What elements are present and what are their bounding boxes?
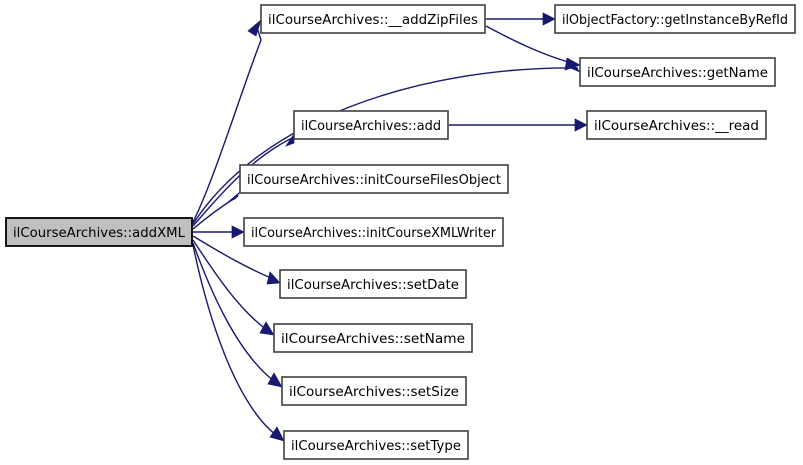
node-box[interactable] [283,430,469,460]
graph-node-initCourseXMLWriter[interactable]: ilCourseArchives::initCourseXMLWriter [243,217,504,247]
edge-addXML-to-initCourseXMLWriter [193,225,245,239]
graph-node-setType[interactable]: ilCourseArchives::setType [283,430,469,460]
node-label: ilCourseArchives::setDate [287,278,459,293]
edge-addXML-to-setDate [192,235,281,285]
edge-line [192,137,293,227]
arrowhead-icon [227,191,241,203]
edge-addXML-to-setType [192,244,285,442]
edge-addZipFiles-to-getName [485,25,581,71]
edge-addXML-to-addZipFiles [192,18,262,223]
graph-node-initCourseFilesObject[interactable]: ilCourseArchives::initCourseFilesObject [239,164,509,194]
arrowhead-icon [247,18,262,37]
node-label: ilCourseArchives::__addZipFiles [268,13,478,28]
arrowhead-icon [266,271,281,285]
node-label: ilCourseArchives::setType [291,439,461,454]
node-box[interactable] [279,269,467,299]
node-box[interactable] [586,110,767,140]
edge-line [192,23,262,223]
edge-line [192,67,579,225]
graph-node-addZipFiles[interactable]: ilCourseArchives::__addZipFiles [260,4,486,34]
edge-addXML-to-setName [192,239,275,336]
edge-line [192,244,281,439]
edge-add-to-read [449,118,588,132]
graph-node-getInstanceByRefId[interactable]: ilObjectFactory::getInstanceByRefId [554,4,796,34]
arrowhead-icon [269,426,285,442]
node-box[interactable] [5,217,193,247]
edge-addZipFiles-to-getInstanceByRefId [486,12,556,26]
node-label: ilCourseArchives::add [301,119,441,134]
edge-addXML-to-getName [192,59,581,225]
node-label: ilCourseArchives::__read [594,119,759,134]
node-box[interactable] [281,376,467,406]
graph-node-addXML[interactable]: ilCourseArchives::addXML [5,217,193,247]
edge-addXML-to-add [192,132,295,227]
edge-addXML-to-initCourseFilesObject [192,191,241,230]
node-box[interactable] [293,110,449,140]
edge-line [192,242,279,385]
arrowhead-icon [542,12,556,26]
graph-node-add[interactable]: ilCourseArchives::add [293,110,449,140]
node-label: ilObjectFactory::getInstanceByRefId [562,13,788,28]
node-box[interactable] [273,323,473,353]
node-label: ilCourseArchives::addXML [13,226,186,241]
edge-addXML-to-setSize [192,242,283,388]
node-label: ilCourseArchives::initCourseXMLWriter [251,226,497,241]
node-box[interactable] [260,4,486,34]
node-label: ilCourseArchives::setName [281,332,465,347]
graph-node-setDate[interactable]: ilCourseArchives::setDate [279,269,467,299]
edge-layer [192,12,588,442]
edge-line [192,235,277,281]
node-box[interactable] [243,217,504,247]
node-layer: ilCourseArchives::addXMLilCourseArchives… [5,4,796,460]
node-label: ilCourseArchives::initCourseFilesObject [247,173,501,188]
graph-node-read[interactable]: ilCourseArchives::__read [586,110,767,140]
arrowhead-icon [564,57,581,71]
arrowhead-icon [231,225,245,239]
node-label: ilCourseArchives::setSize [289,385,459,400]
node-box[interactable] [579,57,776,87]
node-box[interactable] [239,164,509,194]
arrowhead-icon [267,372,283,388]
graph-node-getName[interactable]: ilCourseArchives::getName [579,57,776,87]
node-box[interactable] [554,4,796,34]
edge-line [192,239,271,333]
arrowhead-icon [574,118,588,132]
node-label: ilCourseArchives::getName [587,66,768,81]
graph-node-setSize[interactable]: ilCourseArchives::setSize [281,376,467,406]
arrowhead-icon [259,321,275,336]
graph-node-setName[interactable]: ilCourseArchives::setName [273,323,473,353]
